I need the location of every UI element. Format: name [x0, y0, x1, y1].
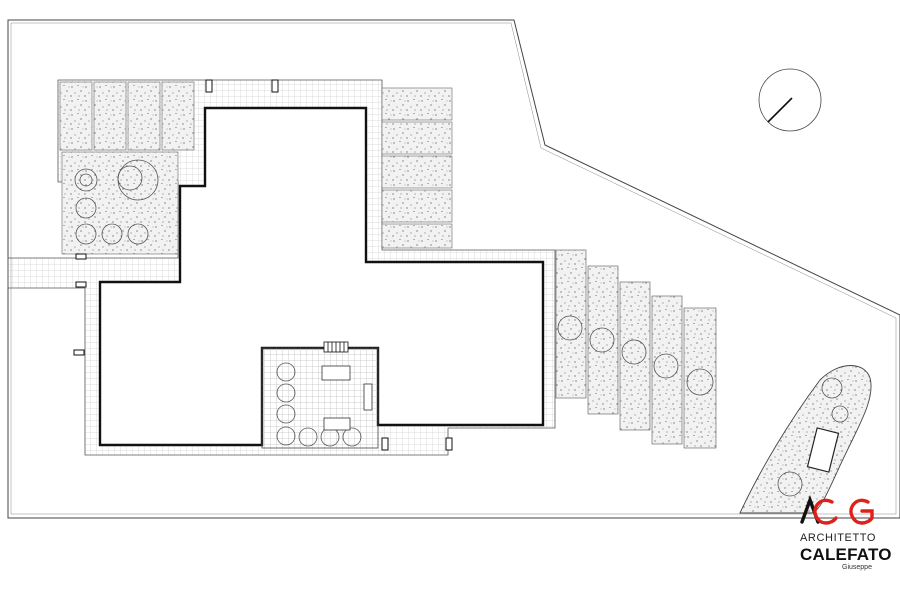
north-arrow-icon [758, 68, 822, 132]
logo-mark-icon [800, 495, 874, 525]
planter-bench [806, 427, 840, 473]
logo-name-line: CALEFATO [800, 545, 892, 564]
courtyard [261, 347, 379, 449]
gravel-beds-top-right [381, 87, 453, 249]
stair-icon [323, 341, 349, 353]
stepped-gravel-terraces [555, 249, 717, 449]
tree-symbol-icon [74, 159, 849, 497]
gravel-beds-top-left [59, 81, 195, 255]
site-boundary [7, 19, 900, 519]
curved-planter [739, 365, 872, 514]
terrace-bollards [73, 79, 453, 451]
logo-title-line: ARCHITETTO [800, 532, 877, 544]
logo-firstname-line: Giuseppe [842, 564, 872, 571]
site-boundary-inner [10, 22, 897, 515]
architect-logo: ARCHITETTO CALEFATO Giuseppe [796, 492, 896, 592]
courtyard-furniture [321, 365, 373, 431]
